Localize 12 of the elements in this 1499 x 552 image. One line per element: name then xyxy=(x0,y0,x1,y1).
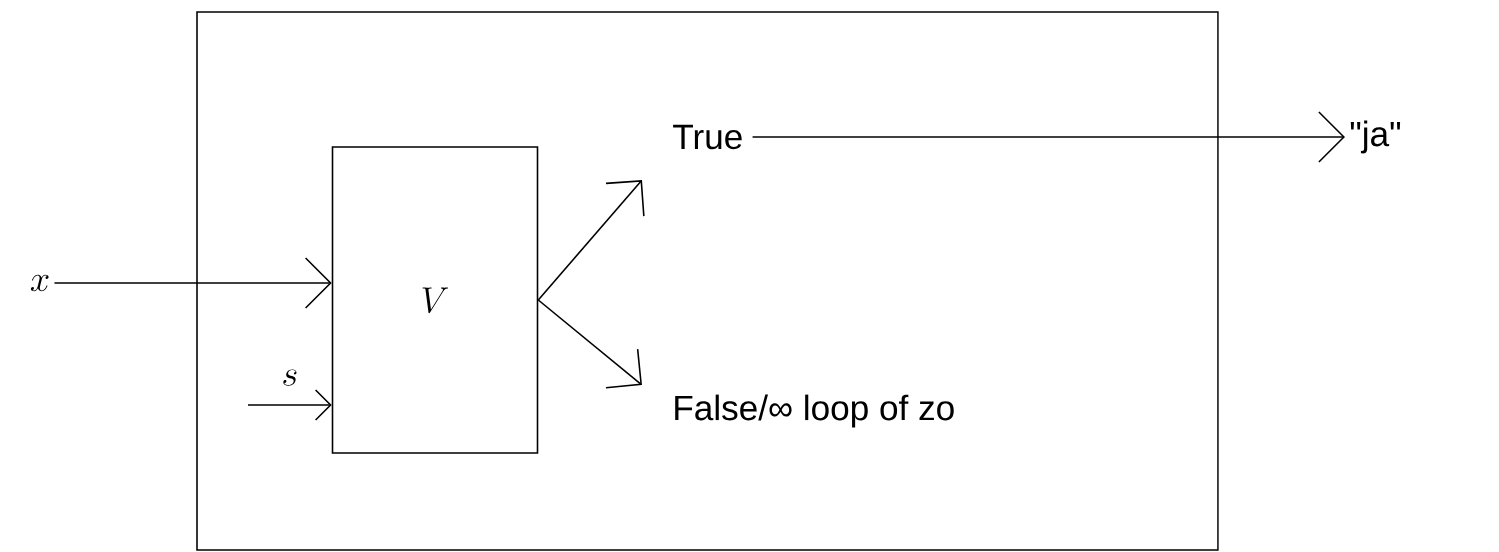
output-label: False/∞ loop of zo xyxy=(675,394,954,428)
input-variable: $x$ xyxy=(30,274,49,292)
arrow xyxy=(53,257,332,309)
process-box: $V$ xyxy=(331,146,539,454)
outer-box xyxy=(196,11,1219,551)
arrow xyxy=(537,180,645,301)
arrow xyxy=(247,389,332,421)
output-label: "ja" xyxy=(1350,120,1401,154)
arrow xyxy=(537,299,642,389)
edge-label: $s$ xyxy=(283,369,297,386)
arrow xyxy=(751,111,1345,163)
output-label: True xyxy=(673,124,742,150)
